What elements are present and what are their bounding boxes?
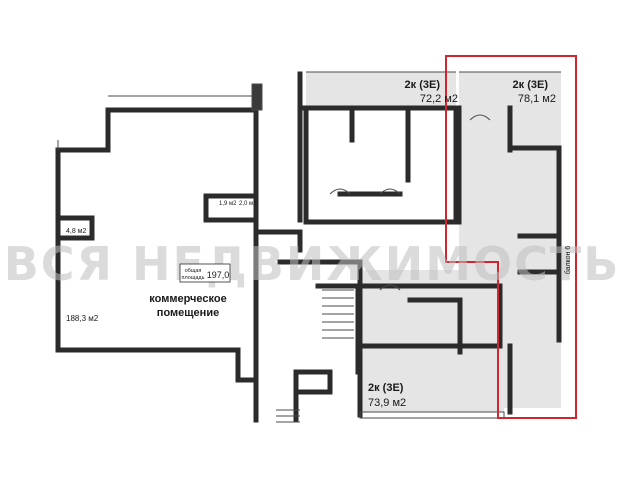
- apartment-c-fill: [360, 372, 504, 412]
- apartment-b-area: 78,1 м2: [518, 93, 556, 105]
- apartment-c-type: 2к (3Е): [368, 382, 404, 394]
- apartment-b-fill: [459, 72, 561, 108]
- balcony-label: балкон 6: [564, 246, 572, 275]
- total-area-caption-line1: общая: [185, 268, 202, 274]
- apartment-a-fill: [306, 72, 456, 108]
- commercial-main-area: 188,3 м2: [66, 314, 99, 323]
- apartment-b-type: 2к (3Е): [513, 79, 549, 91]
- commercial-title-line1: коммерческое: [149, 293, 226, 305]
- apartment-a-type: 2к (3Е): [405, 79, 441, 91]
- total-area-value: 197,0: [207, 270, 230, 280]
- apartment-a-area: 72,2 м2: [420, 93, 458, 105]
- apartment-fills: [306, 72, 561, 412]
- commercial-room-2-area: 1,9 м2: [219, 201, 237, 207]
- watermark: ВСЯ НЕДВИЖИМОСТЬ: [4, 237, 621, 291]
- commercial-room-3-area: 2,0 м2: [239, 201, 257, 207]
- commercial-title-line2: помещение: [157, 307, 219, 319]
- apartment-c-area: 73,9 м2: [368, 397, 406, 409]
- walls: [55, 71, 562, 423]
- total-area-caption-line2: площадь: [182, 275, 205, 281]
- total-area-box: [179, 263, 231, 283]
- commercial-room-1-area: 4,8 м2: [66, 228, 86, 235]
- selected-apartment-outline: [445, 55, 577, 419]
- thin-lines: [57, 71, 561, 423]
